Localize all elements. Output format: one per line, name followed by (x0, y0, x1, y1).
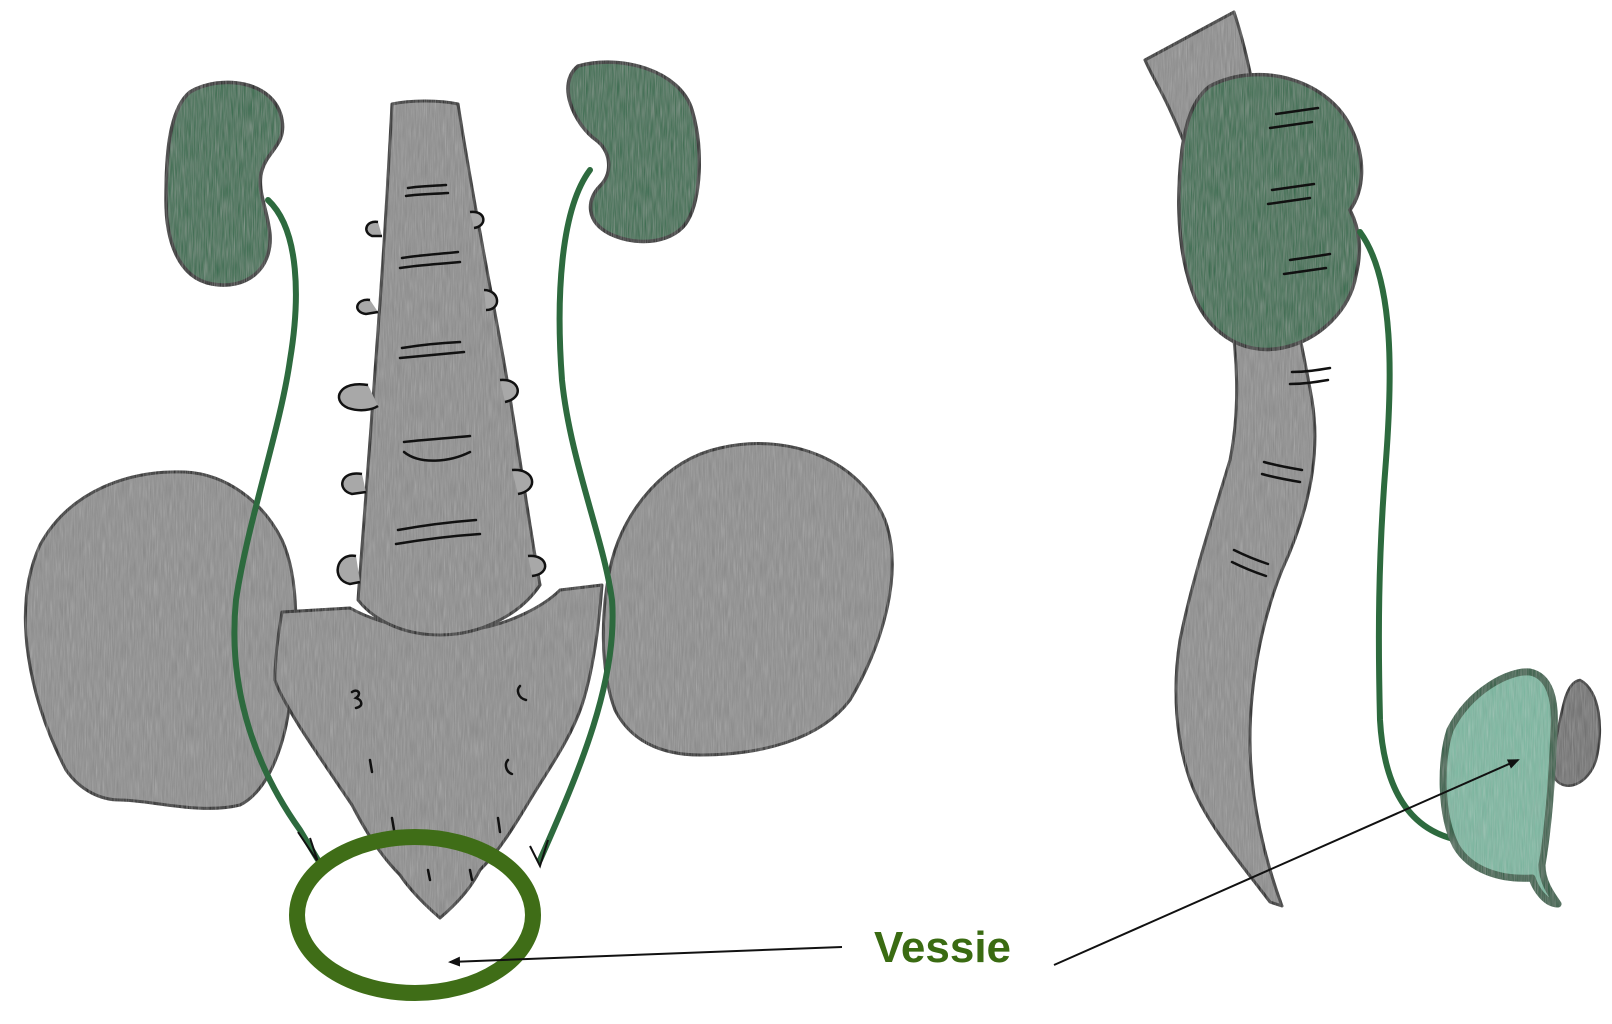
right-kidney (568, 62, 699, 241)
left-iliac-wing (25, 472, 295, 809)
rectum-side (1553, 680, 1600, 786)
bladder-label: Vessie (874, 926, 1011, 970)
side-view (1145, 12, 1600, 906)
arrow-to-side-bladder (1054, 760, 1518, 965)
bladder-side (1443, 672, 1558, 904)
front-view (25, 62, 892, 993)
lumbar-spine (358, 101, 540, 635)
right-iliac-wing (603, 444, 892, 755)
kidney-side (1179, 75, 1362, 350)
left-kidney (166, 82, 283, 285)
